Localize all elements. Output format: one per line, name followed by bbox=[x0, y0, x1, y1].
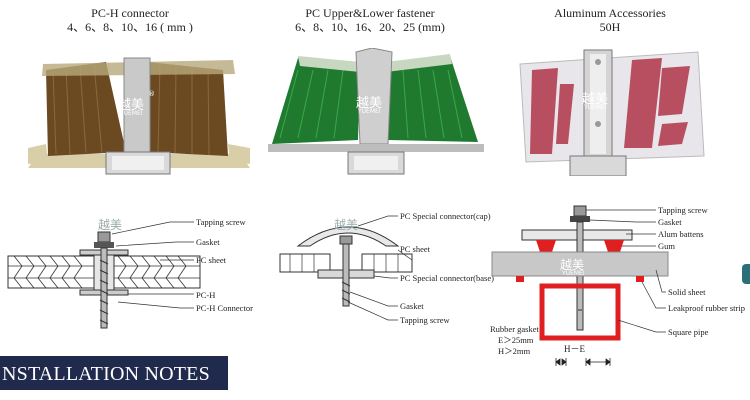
pc-special-connector-diagram: 越美 PC Special connector(cap) PC sheet PC… bbox=[278, 206, 508, 336]
watermark-en-text: YUEMEI bbox=[358, 108, 381, 115]
diagram1-label-tapping-screw: Tapping screw bbox=[196, 217, 246, 227]
panel2-subtitle: 6、8、10、16、20、25 (mm) bbox=[295, 20, 445, 34]
watermark-en-text: YUEMEI bbox=[562, 270, 585, 277]
diagram3-label-solid-sheet: Solid sheet bbox=[668, 287, 706, 297]
diagram2-label-pc-sheet: PC sheet bbox=[400, 244, 430, 254]
installation-notes-text: NSTALLATION NOTES bbox=[2, 363, 210, 385]
diagram3-label-gasket: Gasket bbox=[658, 217, 682, 227]
rubber-gasket-e: E＞25mm bbox=[498, 335, 534, 345]
panel3-title-block: Aluminum Accessories 50H bbox=[510, 6, 710, 34]
aluminum-accessories-photo: 越美 YUEMEI bbox=[512, 44, 708, 176]
diagram1-label-pc-h-connector: PC-H Connector bbox=[196, 303, 253, 313]
diagram3-label-tapping-screw: Tapping screw bbox=[658, 205, 708, 215]
diagram2-label-base: PC Special connector(base) bbox=[400, 273, 494, 283]
watermark-logo-text: 越美 bbox=[560, 258, 585, 272]
installation-notes-banner: NSTALLATION NOTES bbox=[0, 356, 228, 390]
diagram1-label-pc-h: PC-H bbox=[196, 290, 216, 300]
diagram3-label-alum-battens: Alum battens bbox=[658, 229, 704, 239]
pc-fastener-photo: 越美 YUEMEI bbox=[268, 48, 484, 178]
panel3-title: Aluminum Accessories bbox=[554, 6, 666, 20]
dimension-label: H－E bbox=[564, 344, 585, 354]
diagram3-label-gum: Gum bbox=[658, 241, 675, 251]
watermark-en-text: YUEMEI bbox=[584, 104, 607, 111]
diagram1-label-pc-sheet: PC sheet bbox=[196, 255, 226, 265]
watermark-logo-text: 越美 bbox=[334, 218, 359, 232]
diagram2-label-cap: PC Special connector(cap) bbox=[400, 211, 491, 221]
watermark-logo-text: 越美 bbox=[118, 98, 145, 113]
edge-fragment bbox=[742, 264, 750, 284]
pc-h-connector-photo: 越美 ® YUEMEI bbox=[28, 52, 250, 180]
panel3-subtitle: 50H bbox=[599, 20, 621, 34]
diagram2-label-tapping-screw: Tapping screw bbox=[400, 315, 450, 325]
panel2-title: PC Upper&Lower fastener bbox=[305, 6, 435, 20]
diagram3-label-leakproof-rubber-strip: Leakproof rubber strip bbox=[668, 303, 745, 313]
diagram3-label-square-pipe: Square pipe bbox=[668, 327, 709, 337]
panel2-title-block: PC Upper&Lower fastener 6、8、10、16、20、25 … bbox=[270, 6, 470, 34]
aluminum-accessories-diagram: 越美 YUEMEI Tapping screw Gasket Alum batt… bbox=[486, 200, 750, 370]
diagram2-label-gasket: Gasket bbox=[400, 301, 424, 311]
watermark-logo-text: 越美 bbox=[356, 96, 383, 111]
panel1-title: PC-H connector bbox=[91, 6, 169, 20]
watermark-reg: ® bbox=[148, 90, 155, 98]
watermark-logo-text: 越美 bbox=[582, 92, 609, 107]
watermark-en-text: YUEMEI bbox=[120, 110, 143, 117]
rubber-gasket-title: Rubber gasket bbox=[490, 324, 539, 334]
diagram1-label-gasket: Gasket bbox=[196, 237, 220, 247]
watermark-logo-text: 越美 bbox=[98, 218, 123, 232]
rubber-gasket-h: H＞2mm bbox=[498, 346, 531, 356]
panel1-title-block: PC-H connector 4、6、8、10、16 ( mm ) bbox=[30, 6, 230, 34]
pc-h-diagram: 越美 Tapping screw Gasket PC sheet PC-H PC… bbox=[0, 210, 270, 340]
panel1-subtitle: 4、6、8、10、16 ( mm ) bbox=[67, 20, 193, 34]
